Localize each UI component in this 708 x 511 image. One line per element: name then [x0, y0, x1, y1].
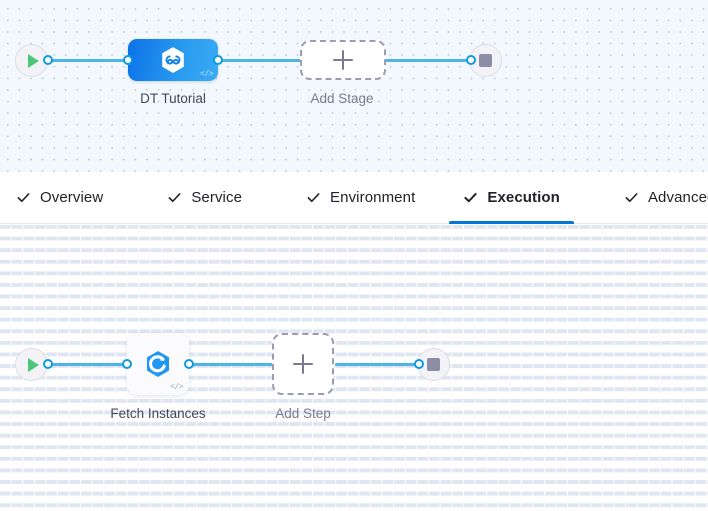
connector-add-stage-to-end	[382, 59, 472, 62]
stage-node-dt-tutorial[interactable]: </>	[128, 39, 218, 81]
tab-service[interactable]: Service	[165, 172, 244, 224]
tab-execution-label: Execution	[487, 189, 560, 206]
add-stage-button[interactable]	[300, 40, 386, 80]
connector-start-to-step	[48, 363, 132, 366]
tab-advanced[interactable]: Advanced	[622, 172, 708, 224]
stage-node-input-port[interactable]	[123, 55, 133, 65]
connector-add-step-to-end	[335, 363, 420, 366]
connector-stage-to-add-stage	[220, 59, 304, 62]
tab-overview-label: Overview	[40, 189, 104, 206]
check-icon	[307, 193, 320, 203]
end-node-input-port[interactable]	[466, 55, 476, 65]
stop-icon	[479, 54, 492, 67]
pipeline-stage-canvas[interactable]: </> DT Tutorial Add Stage	[0, 0, 708, 172]
plus-icon	[333, 50, 353, 70]
stop-icon	[427, 358, 440, 371]
check-icon	[625, 193, 638, 203]
step-start-node[interactable]	[15, 348, 48, 381]
play-icon	[28, 357, 39, 372]
step-start-output-port[interactable]	[43, 359, 53, 369]
code-badge-icon: </>	[170, 383, 183, 392]
connector-step-to-add-step	[190, 363, 275, 366]
stage-node-output-port[interactable]	[213, 55, 223, 65]
step-node-label: Fetch Instances	[110, 406, 206, 421]
step-node-input-port[interactable]	[122, 359, 132, 369]
stage-node-label: DT Tutorial	[140, 91, 206, 106]
connector-start-to-stage	[48, 59, 132, 62]
add-stage-label: Add Stage	[310, 91, 374, 106]
pipeline-step-canvas[interactable]: </> Fetch Instances Add Step	[0, 224, 708, 511]
aws-hexagon-icon	[147, 351, 169, 377]
step-end-input-port[interactable]	[414, 359, 424, 369]
tab-service-label: Service	[191, 189, 243, 206]
tab-overview[interactable]: Overview	[14, 172, 105, 224]
tab-execution[interactable]: Execution	[449, 172, 574, 224]
step-node-fetch-instances[interactable]: </>	[127, 333, 189, 395]
plus-icon	[293, 354, 313, 374]
check-icon	[17, 193, 30, 203]
tab-environment[interactable]: Environment	[304, 172, 417, 224]
add-step-label: Add Step	[275, 406, 331, 421]
pipeline-start-node[interactable]	[15, 44, 48, 77]
play-icon	[28, 53, 39, 68]
tab-advanced-label: Advanced	[647, 189, 708, 206]
harness-infinity-hexagon-icon	[162, 47, 184, 73]
step-node-output-port[interactable]	[184, 359, 194, 369]
pipeline-stage-tabs: Overview Service Environment Execution A…	[0, 172, 708, 224]
start-node-output-port[interactable]	[43, 55, 53, 65]
code-badge-icon: </>	[200, 70, 213, 79]
tab-environment-label: Environment	[330, 189, 416, 206]
check-icon	[464, 192, 477, 203]
check-icon	[168, 193, 181, 203]
add-step-button[interactable]	[272, 333, 334, 395]
